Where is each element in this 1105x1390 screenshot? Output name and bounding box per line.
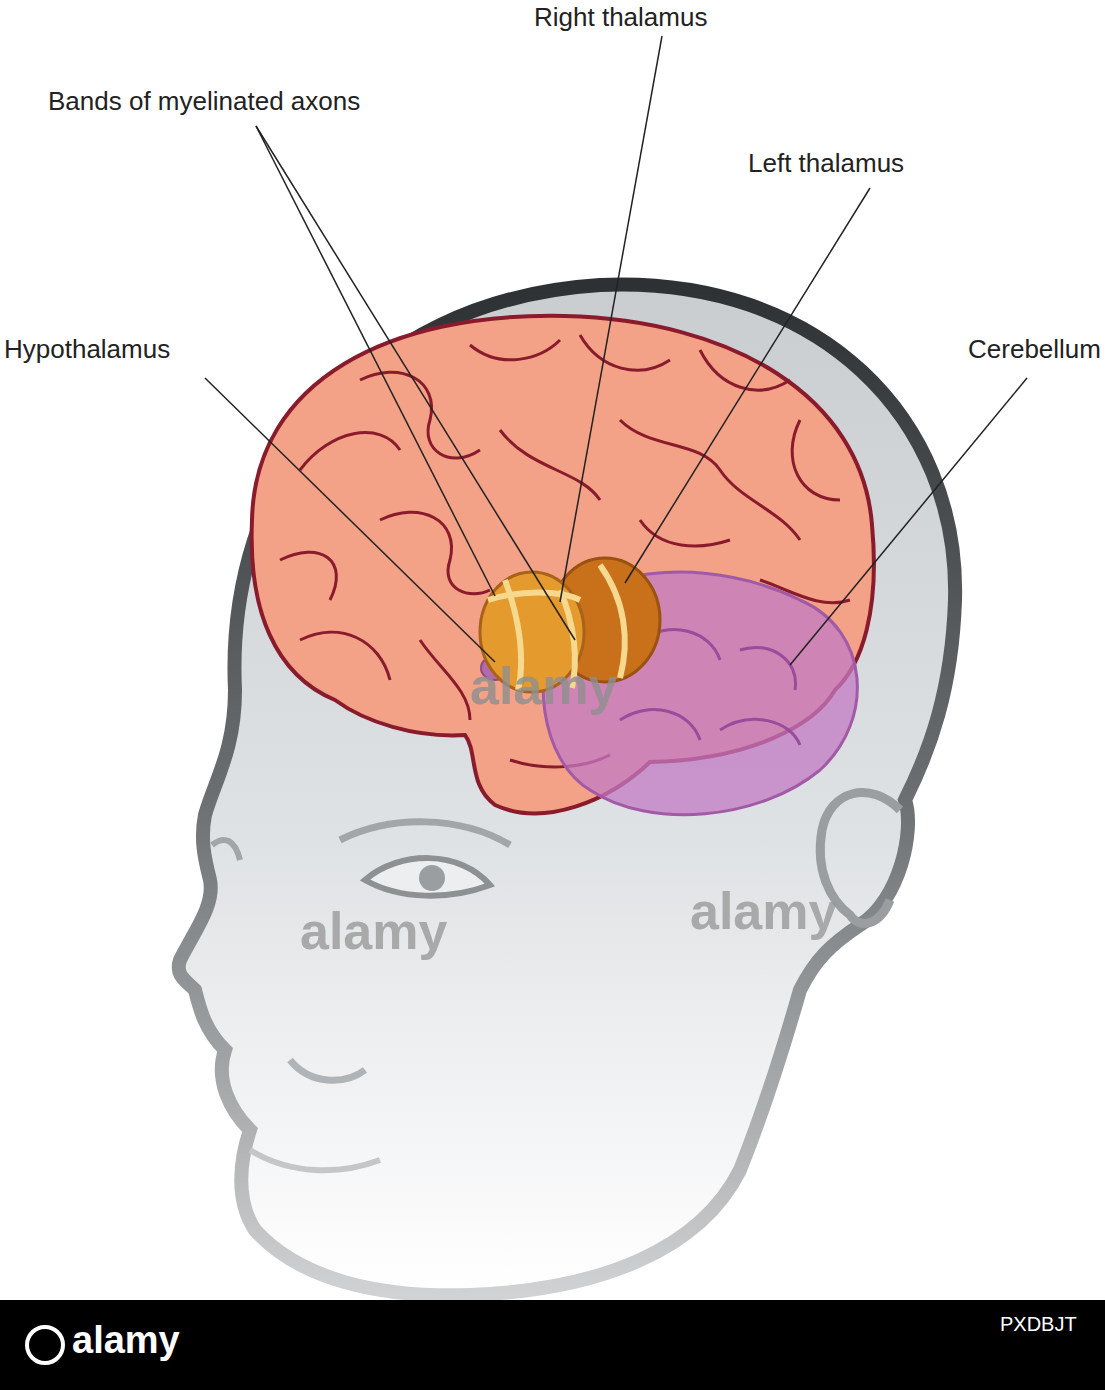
callout-label: Bands of myelinated axons [48, 86, 360, 117]
watermark: alamy [470, 655, 617, 717]
eye [365, 858, 490, 896]
logo-mark [27, 1327, 63, 1363]
chin-line [250, 1150, 380, 1170]
head-outline [179, 285, 955, 1296]
leader-lines [205, 36, 1027, 665]
mouth [290, 1060, 365, 1080]
callout-label: Hypothalamus [4, 334, 170, 365]
watermark: alamy [300, 900, 447, 962]
bottom-bar [0, 1300, 1105, 1390]
callout-label: Right thalamus [534, 2, 707, 33]
pupil [419, 865, 445, 891]
logo-text: alamy [72, 1318, 180, 1364]
watermark: alamy [690, 880, 837, 942]
eye-corner [212, 840, 240, 860]
brow [340, 822, 510, 845]
callout-label: Cerebellum [968, 334, 1101, 365]
callout-label: Left thalamus [748, 148, 904, 179]
image-id: PXDBJT [1000, 1312, 1077, 1336]
